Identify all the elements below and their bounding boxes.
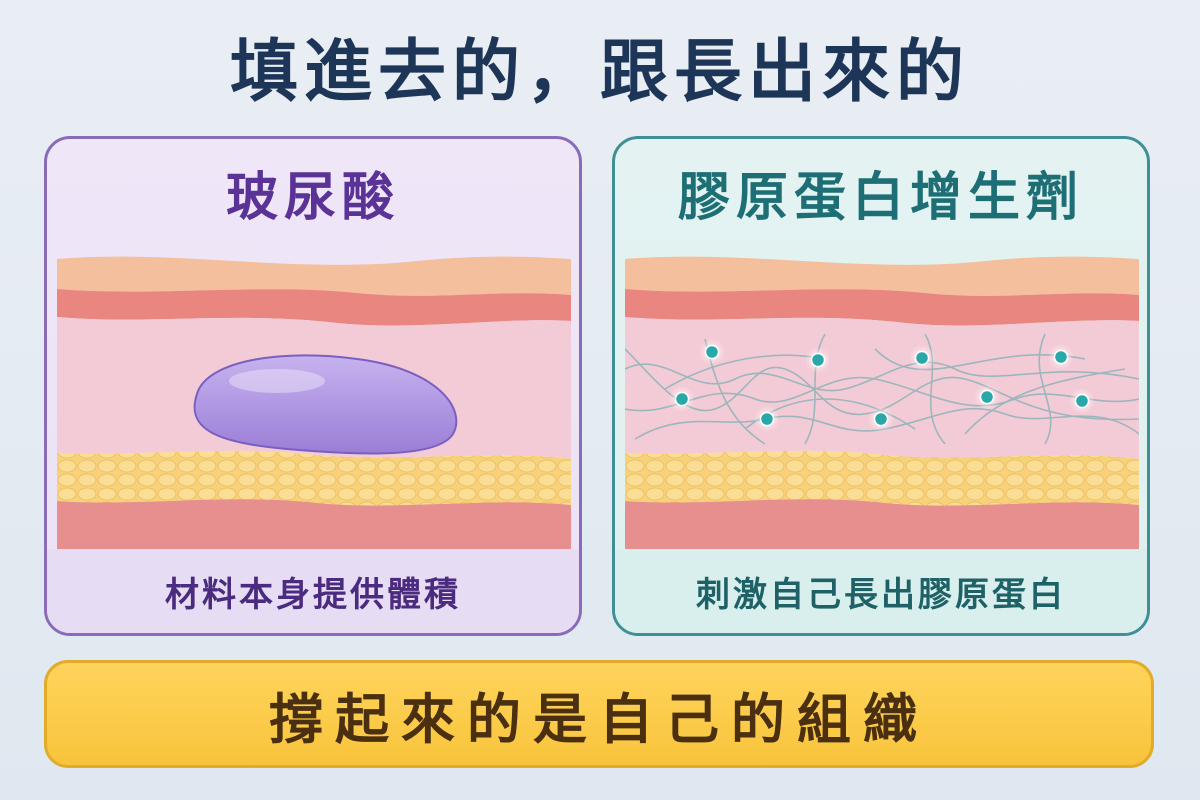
muscle-layer (57, 499, 571, 549)
particle (810, 352, 826, 368)
collagen-stimulator-title: 膠原蛋白增生劑 (677, 168, 1084, 228)
epidermis-layer (625, 256, 1139, 296)
particle (979, 389, 995, 405)
particle (759, 411, 775, 427)
skin-layers-filler-illustration (57, 256, 571, 549)
upper-dermis-layer (57, 289, 571, 326)
hyaluronic-filler-blob (193, 354, 458, 455)
hyaluronic-acid-caption: 材料本身提供體積 (47, 549, 579, 633)
skin-layers-collagen-illustration (625, 256, 1139, 549)
main-title: 填進去的，跟長出來的 (229, 33, 970, 112)
collagen-stimulator-particles (669, 339, 1095, 432)
particle (914, 350, 930, 366)
upper-dermis-layer (625, 289, 1139, 326)
hyaluronic-acid-title: 玻尿酸 (225, 168, 400, 228)
particle (704, 344, 720, 360)
epidermis-layer (57, 256, 571, 296)
dermis-layer (625, 317, 1139, 459)
particle (1074, 393, 1090, 409)
hyaluronic-acid-panel: 玻尿酸 材料本身提供體積 (44, 136, 582, 636)
collagen-stimulator-panel: 膠原蛋白增生劑 (612, 136, 1150, 636)
particle (873, 411, 889, 427)
collagen-stimulator-caption: 刺激自己長出膠原蛋白 (615, 549, 1147, 633)
particle (1053, 349, 1069, 365)
muscle-layer (625, 499, 1139, 549)
particle (674, 391, 690, 407)
conclusion-banner: 撐起來的是自己的組織 (44, 660, 1154, 768)
